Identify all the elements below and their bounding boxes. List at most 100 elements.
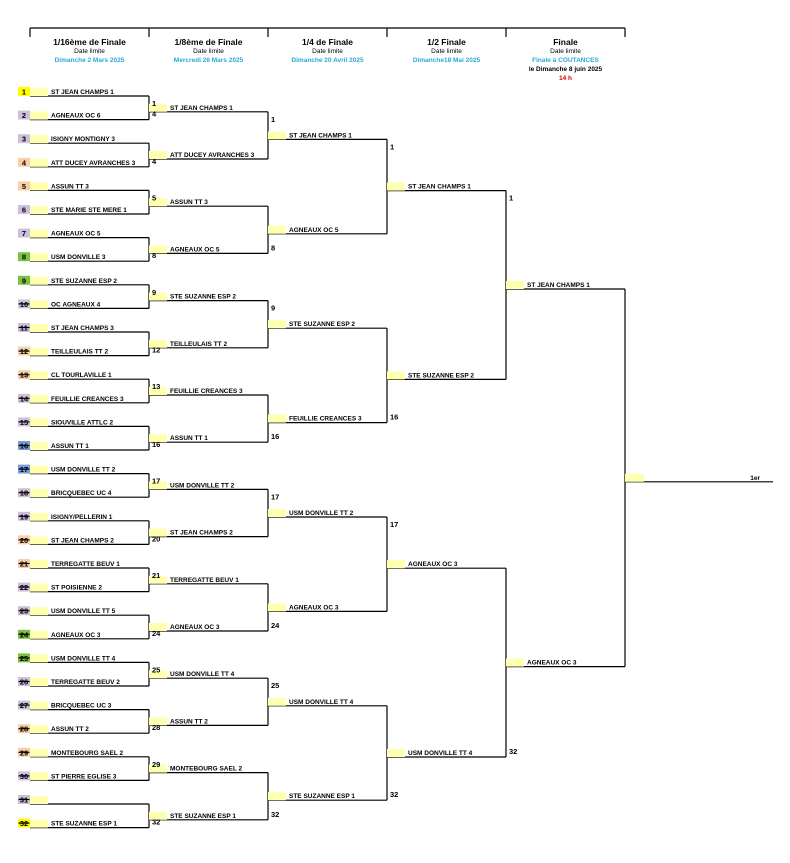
winner-name: TERREGATTE BEUV 1	[170, 577, 239, 584]
result-box	[30, 276, 48, 285]
result-box	[149, 103, 167, 112]
deadline-label: Date limite	[431, 48, 462, 55]
result-box	[30, 135, 48, 144]
result-box	[30, 701, 48, 710]
result-box	[149, 198, 167, 207]
result-box	[30, 725, 48, 734]
match-top-number: 17	[390, 520, 398, 529]
match-top-number: 9	[152, 288, 156, 297]
team-name: TEILLEULAIS TT 2	[51, 349, 108, 356]
match-top-number: 25	[271, 681, 279, 690]
match-top-number: 1	[271, 115, 275, 124]
seed-box	[18, 87, 30, 96]
champion-label: 1er	[750, 475, 760, 482]
match-bottom-number: 8	[152, 251, 156, 260]
result-box	[268, 792, 286, 801]
winner-name: ST JEAN CHAMPS 1	[527, 282, 590, 289]
team-name: AGNEAUX OC 6	[51, 113, 101, 120]
match-top-number: 29	[152, 760, 160, 769]
winner-name: STE SUZANNE ESP 2	[408, 372, 474, 379]
result-box	[30, 512, 48, 521]
winner-name: FEUILLIE CREANCES 3	[289, 416, 362, 423]
winner-name: USM DONVILLE TT 2	[170, 482, 235, 489]
team-name: USM DONVILLE TT 4	[51, 655, 116, 662]
match-bottom-number: 8	[271, 243, 275, 252]
result-box	[30, 158, 48, 167]
seed-box	[18, 205, 30, 214]
team-name: ST JEAN CHAMPS 1	[51, 89, 114, 96]
winner-name: STE SUZANNE ESP 2	[289, 321, 355, 328]
result-box	[149, 764, 167, 773]
result-box	[387, 182, 405, 191]
team-name: USM DONVILLE TT 2	[51, 467, 116, 474]
match-top-number: 9	[271, 304, 275, 313]
winner-name: ATT DUCEY AVRANCHES 3	[170, 152, 255, 159]
result-box	[268, 697, 286, 706]
result-box	[30, 560, 48, 568]
seed-number: 7	[22, 229, 26, 238]
winner-name: USM DONVILLE TT 4	[408, 750, 473, 757]
match-top-number: 25	[152, 665, 160, 674]
result-box	[149, 481, 167, 490]
deadline-label: Date limite	[74, 48, 105, 55]
team-name: ASSUN TT 1	[51, 443, 89, 450]
winner-name: USM DONVILLE TT 4	[170, 671, 235, 678]
match-top-number: 17	[152, 477, 160, 486]
match-top-number: 13	[152, 382, 160, 391]
winner-name: MONTEBOURG SAEL 2	[170, 766, 242, 773]
match-bottom-number: 28	[152, 723, 160, 732]
team-name: BRICQUEBEC UC 4	[51, 490, 112, 497]
round-date: Dimanche18 Mai 2025	[412, 57, 481, 64]
result-box	[30, 182, 48, 191]
round-date: Mercredi 26 Mars 2025	[173, 57, 244, 64]
winner-name: AGNEAUX OC 5	[289, 227, 339, 234]
champion-box	[625, 473, 644, 482]
round-extra: le Dimanche 8 juin 2025	[528, 66, 603, 73]
result-box	[268, 509, 286, 517]
deadline-label: Date limite	[550, 48, 581, 55]
match-bottom-number: 4	[152, 157, 157, 166]
result-box	[387, 371, 405, 380]
seed-number: 8	[22, 253, 26, 262]
seed-box	[18, 252, 30, 262]
round-title: 1/2 Finale	[427, 37, 466, 47]
team-name: BRICQUEBEC UC 3	[51, 703, 112, 710]
match-top-number: 5	[152, 193, 156, 202]
seed-box	[18, 110, 30, 120]
seed-number: 5	[22, 182, 26, 191]
result-box	[387, 560, 405, 569]
team-name: AGNEAUX OC 3	[51, 632, 101, 639]
team-name: STE MARIE STE MERE 1	[51, 207, 127, 214]
result-box	[30, 583, 48, 592]
team-name: ST POISIENNE 2	[51, 585, 102, 592]
result-box	[30, 229, 48, 238]
result-box	[30, 536, 48, 545]
team-name: ASSUN TT 3	[51, 183, 89, 190]
team-name: MONTEBOURG SAEL 2	[51, 750, 123, 757]
match-bottom-number: 16	[152, 440, 160, 449]
result-box	[30, 394, 48, 403]
team-name: ST PIERRE EGLISE 3	[51, 773, 117, 780]
winner-name: USM DONVILLE TT 2	[289, 510, 354, 517]
result-box	[30, 796, 48, 804]
result-box	[149, 339, 167, 348]
result-box	[268, 225, 286, 234]
seed-box	[18, 275, 30, 285]
team-name: SIOUVILLE ATTLC 2	[51, 419, 113, 426]
team-name: FEUILLIE CREANCES 3	[51, 396, 124, 403]
round-title: 1/4 de Finale	[301, 37, 354, 47]
result-box	[506, 281, 524, 289]
result-box	[30, 347, 48, 356]
winner-name: ST JEAN CHAMPS 1	[289, 132, 352, 139]
winner-name: ASSUN TT 3	[170, 199, 208, 206]
match-bottom-number: 16	[390, 413, 398, 422]
result-box	[149, 670, 167, 679]
result-box	[149, 528, 167, 537]
deadline-label: Date limite	[312, 48, 343, 55]
seed-number: 4	[22, 158, 27, 167]
team-name: ATT DUCEY AVRANCHES 3	[51, 160, 136, 167]
